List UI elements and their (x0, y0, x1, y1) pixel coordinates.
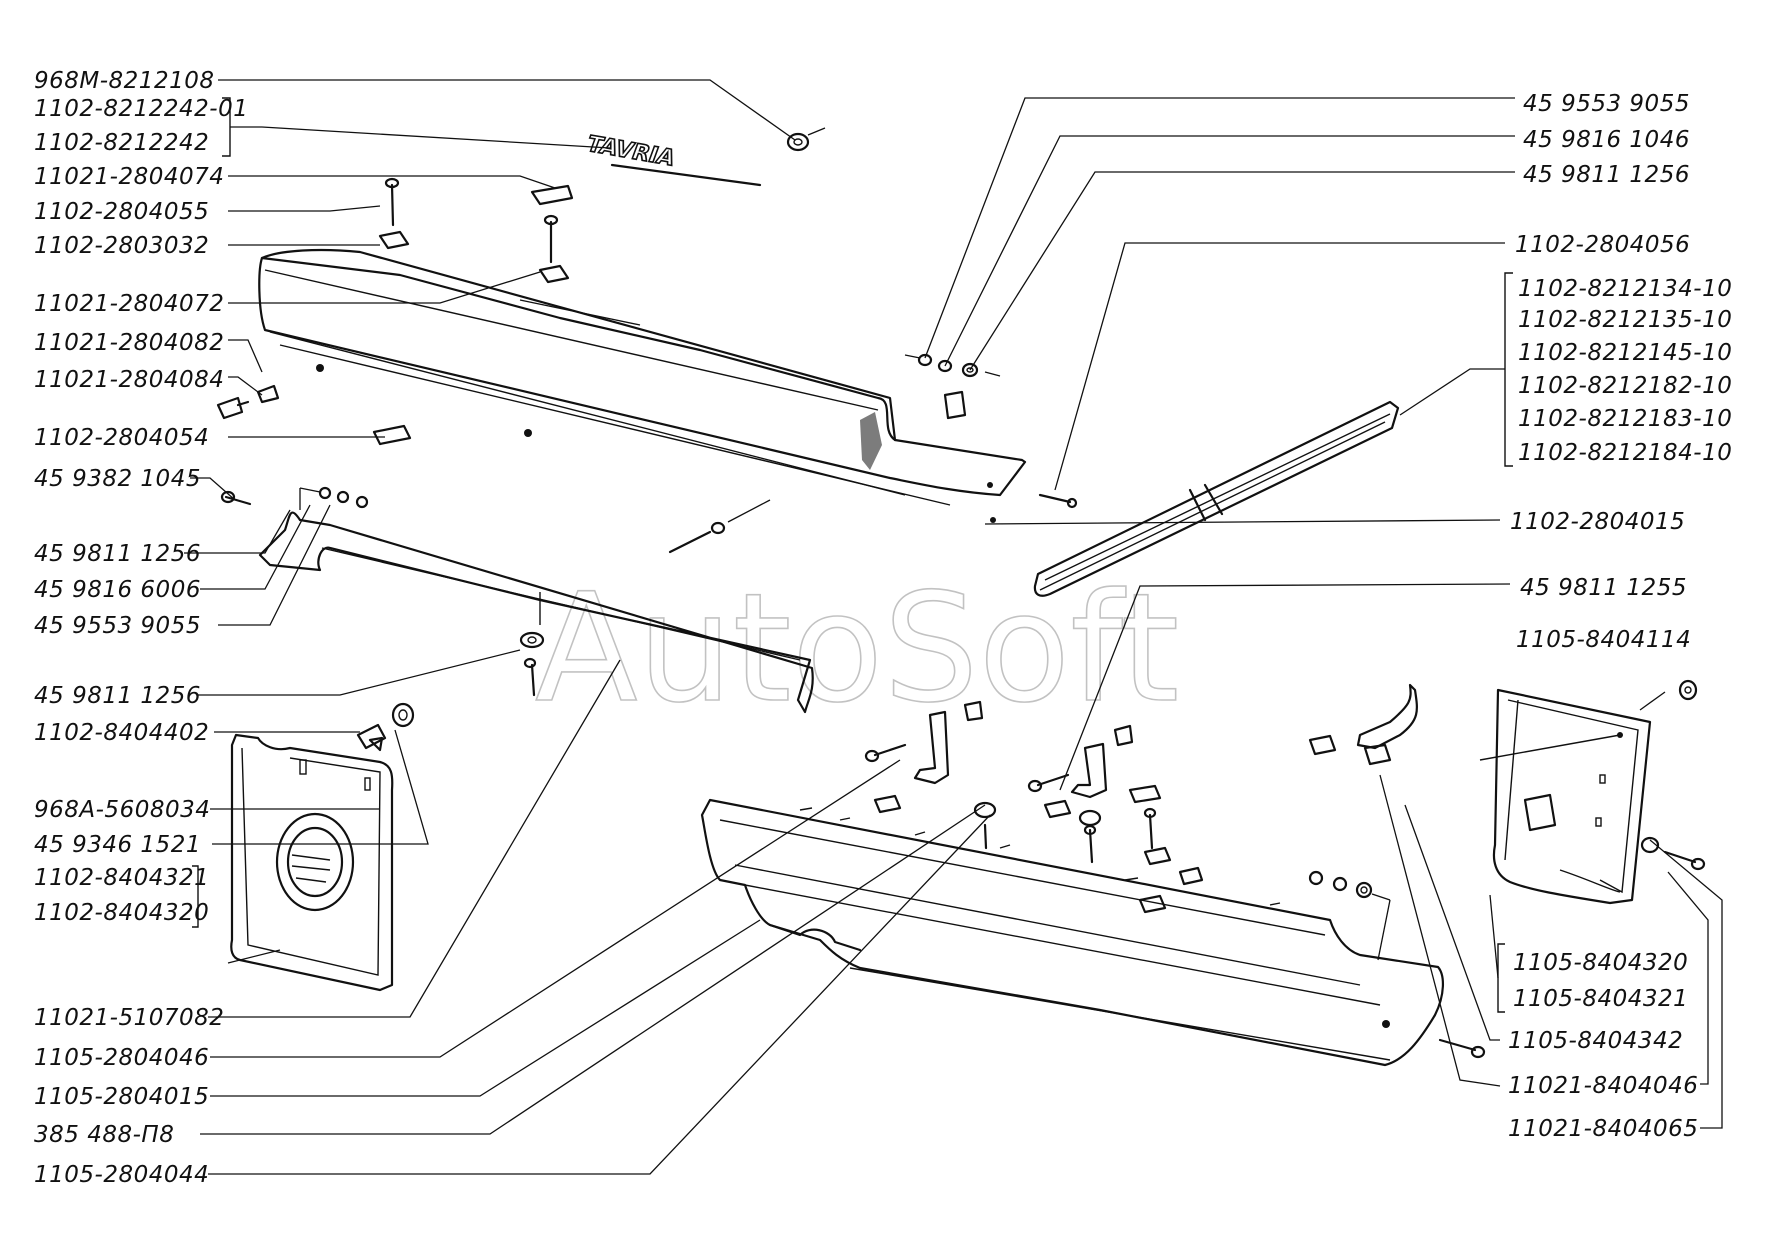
part-label[interactable]: 968A-5608034 (34, 797, 210, 823)
front-spoiler[interactable] (220, 486, 814, 714)
part-label[interactable]: 1102-8212135-10 (1518, 307, 1732, 333)
part-label[interactable]: 11021-2804084 (34, 367, 224, 393)
part-label[interactable]: 1102-8404321 (34, 865, 209, 891)
part-label[interactable]: 11021-8404046 (1508, 1073, 1698, 1099)
part-label[interactable]: 45 9816 6006 (34, 577, 201, 603)
part-label[interactable]: 11021-5107082 (34, 1005, 224, 1031)
part-label[interactable]: 1105-2804015 (34, 1084, 209, 1110)
part-label[interactable]: 1102-2804015 (1510, 509, 1685, 535)
part-label[interactable]: 11021-2804082 (34, 330, 224, 356)
rear-bumper[interactable] (700, 798, 1486, 1067)
leader-lines-right (924, 97, 1723, 1129)
rear-bumper-fasteners (864, 700, 1391, 961)
left-labels: 968M-8212108 1102-8212242-01 1102-821224… (34, 68, 248, 1188)
part-label[interactable]: 1105-8404320 (1513, 950, 1688, 976)
front-bumper-fasteners (216, 127, 1078, 554)
part-label[interactable]: 1102-2803032 (34, 233, 209, 259)
part-label[interactable]: 45 9553 9055 (34, 613, 201, 639)
part-label[interactable]: 1102-8404320 (34, 900, 209, 926)
part-label[interactable]: 1105-8404321 (1513, 986, 1688, 1012)
watermark: AutoSoft (535, 562, 1179, 736)
front-bumper[interactable] (258, 248, 1027, 523)
part-label[interactable]: 45 9346 1521 (34, 832, 201, 858)
part-label[interactable]: 11021-2804074 (34, 164, 224, 190)
rear-mud-flap[interactable] (1308, 679, 1706, 905)
part-label[interactable]: 1105-2804044 (34, 1162, 209, 1188)
part-label[interactable]: 45 9816 1046 (1523, 127, 1690, 153)
part-label[interactable]: 1105-8404114 (1516, 627, 1691, 653)
part-label[interactable]: 45 9382 1045 (34, 466, 201, 492)
part-label[interactable]: 1102-8212242 (34, 130, 209, 156)
part-label[interactable]: 1102-8212134-10 (1518, 276, 1732, 302)
label-brackets (192, 97, 1513, 1013)
part-label[interactable]: 45 9811 1256 (34, 683, 201, 709)
part-label[interactable]: 45 9811 1256 (1523, 162, 1690, 188)
part-label[interactable]: 1102-2804055 (34, 199, 209, 225)
part-label[interactable]: 1102-8212184-10 (1518, 440, 1732, 466)
part-label[interactable]: 45 9811 1256 (34, 541, 201, 567)
part-label[interactable]: 1105-8404342 (1508, 1028, 1683, 1054)
part-label[interactable]: 385 488-П8 (34, 1122, 174, 1148)
side-moulding[interactable] (1033, 400, 1400, 597)
right-labels: 45 9553 9055 45 9816 1046 45 9811 1256 1… (1508, 91, 1732, 1142)
part-label[interactable]: 11021-2804072 (34, 291, 224, 317)
part-label[interactable]: 45 9811 1255 (1520, 575, 1687, 601)
part-label[interactable]: 1102-8212182-10 (1518, 373, 1732, 399)
part-label[interactable]: 1102-8404402 (34, 720, 209, 746)
part-label[interactable]: 1102-8212145-10 (1518, 340, 1732, 366)
tavria-emblem: TAVRIA (582, 131, 762, 187)
leader-lines (184, 79, 991, 1175)
part-label[interactable]: 1102-8212242-01 (34, 96, 248, 122)
part-label[interactable]: 1105-2804046 (34, 1045, 209, 1071)
part-label[interactable]: 11021-8404065 (1508, 1116, 1698, 1142)
part-label[interactable]: 45 9553 9055 (1523, 91, 1690, 117)
part-label[interactable]: 1102-2804054 (34, 425, 209, 451)
part-label[interactable]: 1102-2804056 (1515, 232, 1690, 258)
part-label[interactable]: 1102-8212183-10 (1518, 406, 1732, 432)
emblem-text: TAVRIA (583, 131, 679, 171)
front-mud-flap[interactable] (230, 702, 415, 992)
part-label[interactable]: 968M-8212108 (34, 68, 214, 94)
